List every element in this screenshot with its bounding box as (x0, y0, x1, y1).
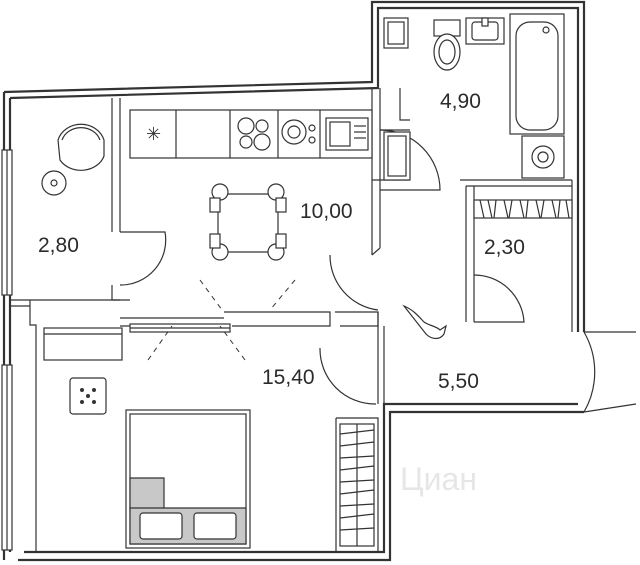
wardrobe-rail-icon (473, 199, 573, 219)
loggia-area: 2,80 (38, 234, 79, 257)
bathroom-door (379, 129, 441, 191)
light-cone (147, 325, 246, 361)
bathroom-sink-icon (465, 17, 505, 45)
windows (1, 149, 231, 551)
side-table-icon (41, 170, 67, 196)
washing-machine-icon (383, 17, 409, 49)
shower-tray-icon (521, 135, 565, 179)
bathroom-area: 4,90 (440, 90, 481, 113)
bathtub-icon (509, 13, 565, 135)
watermark-text: Циан (400, 461, 477, 497)
kitchen-area: 10,00 (300, 200, 353, 223)
kitchen-sink-icon (325, 117, 369, 151)
light-cone (199, 279, 296, 311)
watermark: Циан (400, 461, 477, 497)
dishwasher-icon (281, 119, 316, 145)
closet-rail-icon (339, 423, 375, 547)
bed-icon (125, 409, 251, 549)
dresser-icon (43, 327, 123, 361)
wardrobe-door (473, 274, 525, 323)
radiator-icon (69, 377, 107, 415)
loggia-door (119, 231, 167, 286)
fan-icon: ✳ (146, 124, 161, 145)
kitchen-door (329, 254, 379, 311)
stove-icon (237, 117, 271, 151)
wardrobe-area: 2,30 (484, 236, 525, 259)
fridge-icon (383, 131, 411, 181)
bedroom-area: 15,40 (262, 366, 315, 389)
toilet-icon (433, 19, 461, 71)
dining-table-icon (209, 183, 287, 261)
hallway-area: 5,50 (438, 370, 479, 393)
entrance-door (583, 331, 596, 413)
bedroom-door (319, 347, 377, 405)
cat-icon (402, 304, 447, 340)
doors (119, 129, 637, 413)
kitchen-counter: ✳ (129, 109, 373, 159)
armchair-icon (57, 123, 105, 171)
